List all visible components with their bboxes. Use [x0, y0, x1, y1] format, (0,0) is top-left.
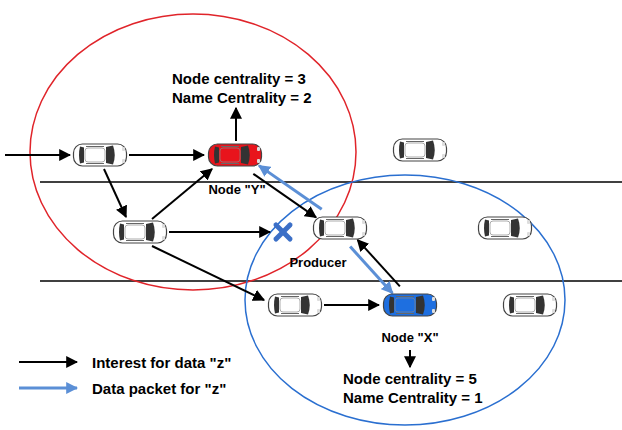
- range-circle-y: [30, 14, 356, 290]
- road: [40, 182, 622, 281]
- range-circle-x: [245, 175, 565, 425]
- blocked-mark: [276, 225, 290, 239]
- centrality-label: Name Centrality = 2: [172, 89, 312, 106]
- node-label: Node "X": [355, 330, 465, 345]
- legend-text: Data packet for "z": [92, 380, 226, 397]
- producer-vehicle: Producer: [285, 215, 395, 270]
- legend-row: Data packet for "z": [16, 379, 226, 397]
- centrality-label: Node centrality = 5: [343, 370, 477, 387]
- vehicle-node-y: Node "Y": [180, 142, 290, 197]
- vehicle-node-x: Node "X": [355, 292, 465, 345]
- car-shape: [312, 215, 368, 241]
- legend-row: Interest for data "z": [16, 353, 231, 371]
- legend-arrow: [16, 379, 80, 397]
- legend-text: Interest for data "z": [92, 354, 231, 371]
- node-label: Node "Y": [182, 182, 292, 197]
- legend-arrow: [16, 353, 80, 371]
- centrality-label: Name Centrality = 1: [343, 389, 483, 406]
- interest-arrow: [358, 240, 400, 287]
- data-arrow: [350, 247, 392, 294]
- interest-arrows: [5, 108, 410, 367]
- data-arrow: [259, 166, 322, 210]
- centrality-label: Node centrality = 3: [172, 70, 306, 87]
- car-shape: [207, 142, 263, 168]
- node-label: Producer: [263, 255, 373, 270]
- car-shape: [382, 292, 438, 318]
- vehicles: [74, 139, 557, 316]
